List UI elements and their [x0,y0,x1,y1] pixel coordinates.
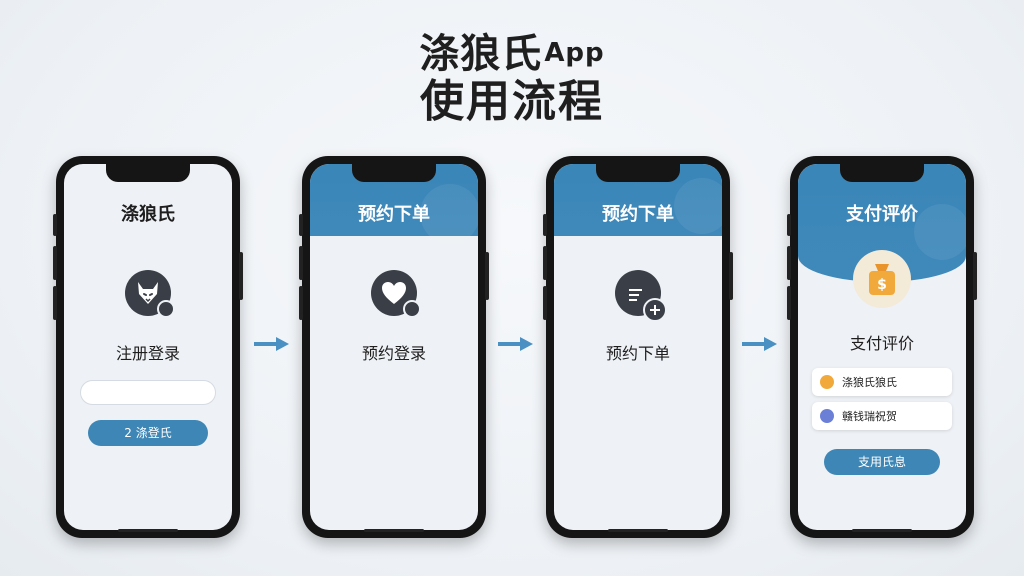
phone-screen: 预约下单 预约登录 [310,164,478,530]
phone-place-order: 预约下单 预约下单 [543,156,733,538]
phone-booking-login: 预约下单 预约登录 [299,156,489,538]
phone-notch [596,164,680,182]
phone-side-button [299,214,303,236]
phone-power-button [485,252,489,300]
plus-icon [643,298,667,322]
phone-side-button [543,286,547,320]
money-bag-icon: $ [853,250,911,308]
screen-title: 预约下单 [602,204,674,225]
header-decoration [914,204,966,260]
coin-icon [820,375,834,389]
screen-label: 注册登录 [115,344,180,363]
screen-label: 预约登录 [361,344,426,363]
phone-side-button [299,246,303,280]
phone-power-button [973,252,977,300]
phone-side-button [53,246,57,280]
screen-title: 支付评价 [846,204,918,225]
screen-label: 预约下单 [605,344,670,363]
check-icon [820,409,834,423]
phone-power-button [239,252,243,300]
screen-label: 支付评价 [849,334,914,353]
header-band [554,164,722,236]
login-input[interactable] [80,380,216,405]
phone-notch [106,164,190,182]
phone-side-button [543,214,547,236]
home-indicator [608,529,668,532]
phone-side-button [787,214,791,236]
phone-screen: 支付评价 $ 支付评价 涤狼氏狼氏 赣钱瑞祝贺 支用氏息 [798,164,966,530]
list-item[interactable]: 赣钱瑞祝贺 [812,402,952,430]
app-suffix: App [544,38,605,68]
phone-screen: 预约下单 预约下单 [554,164,722,530]
phone-notch [352,164,436,182]
phone-side-button [53,214,57,236]
home-indicator [852,529,912,532]
submit-review-button[interactable]: 支用氏息 [824,449,940,475]
badge-icon [157,300,175,318]
title-line2: 使用流程 [420,76,604,127]
badge-icon [403,300,421,318]
home-indicator [364,529,424,532]
header-decoration [420,184,478,244]
phone-side-button [299,286,303,320]
page-title: 涤狼氏App 使用流程 [0,30,1024,127]
list-item-label: 涤狼氏狼氏 [842,376,897,389]
phone-notch [840,164,924,182]
home-indicator [118,529,178,532]
screen-title: 涤狼氏 [121,204,175,225]
phone-side-button [787,286,791,320]
heart-icon [371,270,421,318]
list-item-label: 赣钱瑞祝贺 [842,410,897,423]
wolf-icon [125,270,175,318]
header-decoration [674,178,722,234]
list-item[interactable]: 涤狼氏狼氏 [812,368,952,396]
phone-power-button [729,252,733,300]
phone-side-button [53,286,57,320]
svg-text:$: $ [877,277,887,293]
brand-name: 涤狼氏 [419,31,543,77]
phone-login: 涤狼氏 注册登录 2 涤登氏 [53,156,243,538]
login-button[interactable]: 2 涤登氏 [88,420,208,446]
arrow-right-icon [254,337,289,351]
phone-screen: 涤狼氏 注册登录 2 涤登氏 [64,164,232,530]
title-line1: 涤狼氏App [0,30,1024,77]
phone-side-button [787,246,791,280]
document-add-icon [615,270,667,322]
arrow-right-icon [498,337,533,351]
phone-payment-review: 支付评价 $ 支付评价 涤狼氏狼氏 赣钱瑞祝贺 支用氏息 [787,156,977,538]
screen-title: 预约下单 [358,204,430,225]
phone-side-button [543,246,547,280]
arrow-right-icon [742,337,777,351]
